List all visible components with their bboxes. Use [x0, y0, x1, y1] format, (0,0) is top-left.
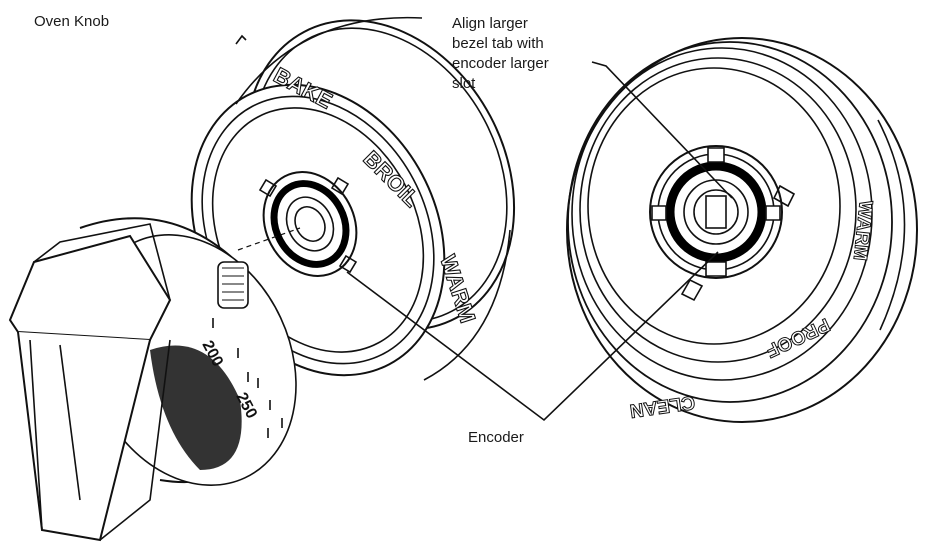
- align-callout-line: Align larger: [452, 15, 528, 32]
- rear-bezel: [566, 37, 918, 423]
- align-callout-line: slot: [452, 75, 476, 92]
- knob: [8, 217, 297, 542]
- axis-line: [237, 227, 301, 251]
- callout-leaders: [346, 61, 733, 422]
- align-callout-line: encoder larger: [452, 55, 549, 72]
- diagram-title: Oven Knob: [34, 13, 110, 30]
- align-callout-line: bezel tab with: [452, 35, 544, 52]
- rear-marking-clean: CLEAN: [628, 391, 696, 421]
- encoder-callout-label: Encoder: [468, 429, 524, 446]
- align-callout-label: Align larger bezel tab with encoder larg…: [452, 14, 602, 94]
